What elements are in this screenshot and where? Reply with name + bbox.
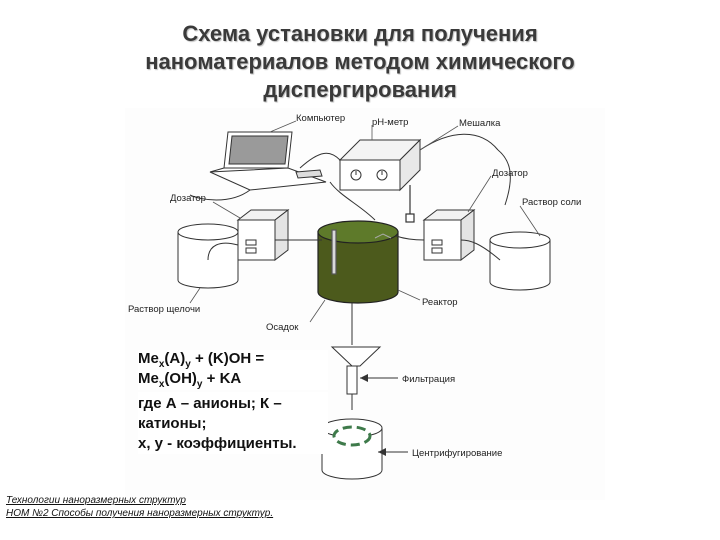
note-line-2: x, y - коэффициенты.	[138, 435, 297, 452]
salt-beaker-icon	[489, 231, 551, 291]
ph-meter-icon	[338, 138, 422, 192]
centrifuging-arrow-icon	[378, 448, 408, 456]
dispenser-left-icon	[236, 208, 290, 262]
filtration-unit-icon	[330, 303, 382, 410]
label-ph-meter: pH-метр	[372, 117, 408, 128]
label-alkali-solution: Раствор щелочи	[128, 304, 200, 315]
note-line-1: где А – анионы; К – катионы;	[138, 395, 282, 432]
dispenser-right-icon	[422, 208, 476, 262]
eq-y1: y	[185, 359, 191, 370]
label-reactor: Реактор	[422, 297, 458, 308]
label-sediment: Осадок	[266, 322, 299, 333]
label-computer: Компьютер	[296, 113, 345, 124]
centrifuge-icon	[321, 418, 383, 480]
page-title: Схема установки для получения наноматери…	[80, 20, 640, 104]
reactor-icon	[317, 220, 399, 304]
eq-y2: y	[196, 379, 203, 390]
title-line-1: Схема установки для получения	[182, 21, 538, 46]
equation-note: где А – анионы; К – катионы; x, y - коэф…	[138, 392, 328, 454]
title-line-2: наноматериалов методом химического	[145, 49, 575, 74]
footer-line-1: Технологии наноразмерных структур	[6, 495, 186, 506]
slide-footer: Технологии наноразмерных структур НОМ №2…	[6, 494, 273, 520]
stirrer-icon	[405, 185, 415, 223]
eq-oh: (OH)	[164, 370, 197, 387]
eq-me1: Me	[138, 350, 159, 367]
filtration-arrow-icon	[360, 374, 398, 382]
label-centrifuging: Центрифугирование	[412, 448, 502, 459]
title-line-3: диспергирования	[263, 77, 457, 102]
connection-lines	[189, 133, 511, 261]
label-leaders	[189, 120, 541, 323]
label-dispenser-left: Дозатор	[170, 193, 206, 204]
eq-mid: + (K)OH = Me	[138, 350, 265, 387]
reaction-equation: Mex(A)y + (K)OH = Mex(OH)y + KA	[138, 350, 328, 390]
label-salt-solution: Раствор соли	[522, 197, 581, 208]
label-stirrer: Мешалка	[459, 118, 501, 129]
eq-x2: x	[158, 379, 165, 390]
eq-x1: x	[158, 359, 165, 370]
label-dispenser-right: Дозатор	[492, 168, 528, 179]
label-filtration: Фильтрация	[402, 374, 455, 385]
footer-line-2: НОМ №2 Способы получения наноразмерных с…	[6, 508, 274, 519]
eq-a: (A)	[164, 350, 186, 367]
eq-tail: + KA	[202, 370, 242, 387]
